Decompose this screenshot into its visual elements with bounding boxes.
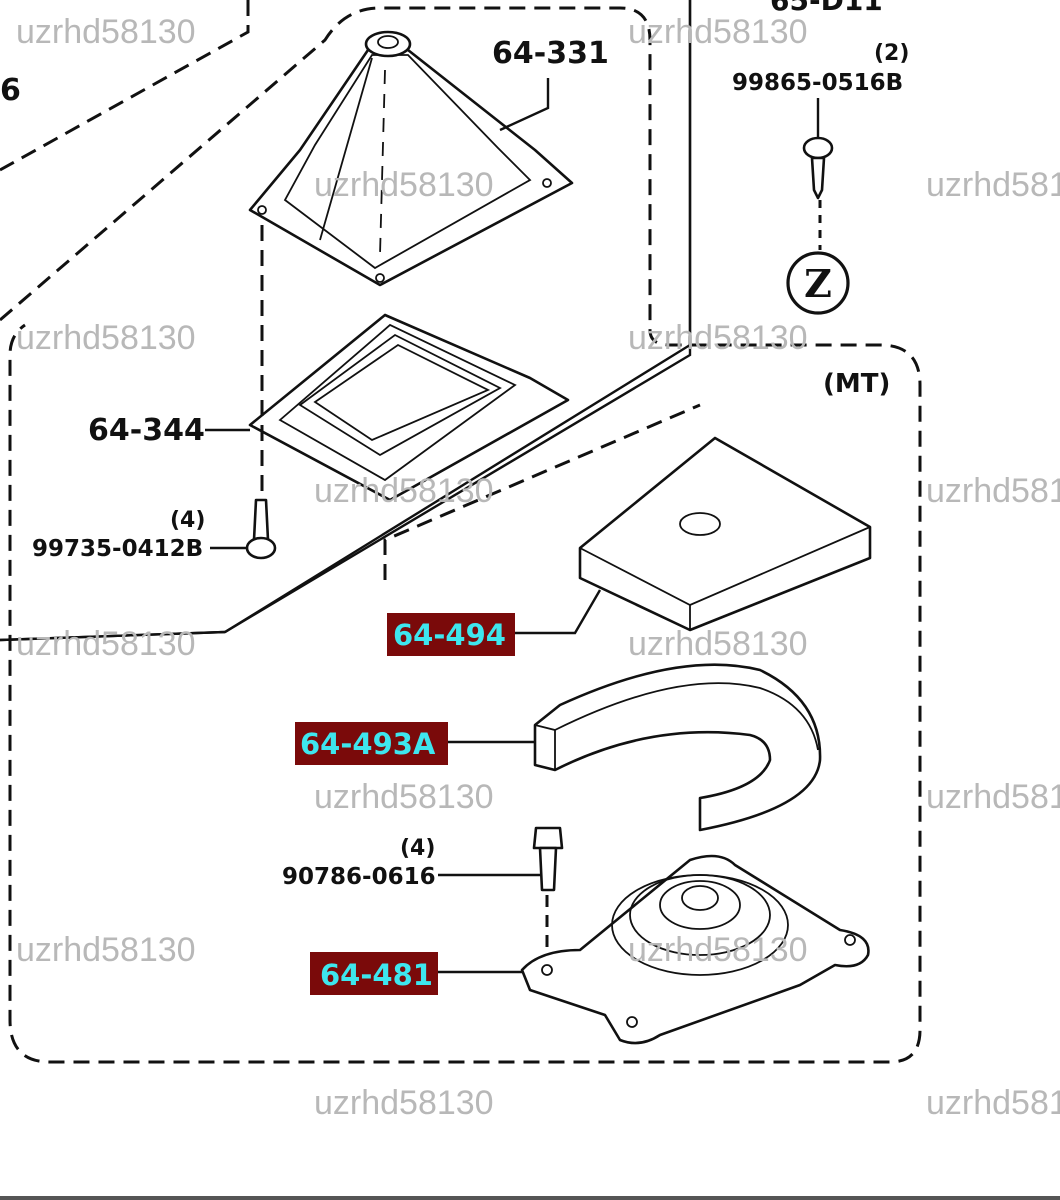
watermark: uzrhd58130 bbox=[314, 472, 494, 510]
watermark: uzrhd58130 bbox=[926, 778, 1060, 816]
watermark: uzrhd58130 bbox=[314, 166, 494, 204]
watermark: uzrhd58130 bbox=[926, 472, 1060, 510]
insulator-pad-illustration bbox=[578, 436, 872, 632]
shift-boot-illustration bbox=[248, 30, 574, 287]
screw-illustration-99865 bbox=[802, 98, 834, 200]
mt-group-label: (MT) bbox=[823, 369, 890, 399]
console-edge-line bbox=[224, 0, 692, 634]
reference-z-text: Z bbox=[804, 261, 832, 306]
part-label-64-481[interactable]: 64-481 bbox=[320, 958, 433, 992]
mt-group-outline bbox=[0, 6, 922, 1064]
part-label-64-344[interactable]: 64-344 bbox=[88, 413, 205, 448]
highlight-box-64-481 bbox=[310, 952, 438, 995]
cut-off-label: 6 bbox=[0, 73, 21, 108]
qty-label-90786: (4) bbox=[400, 836, 435, 861]
watermark: uzrhd58130 bbox=[314, 778, 494, 816]
screw-illustration-99735 bbox=[245, 498, 277, 560]
pad-phantom-outline bbox=[383, 403, 701, 580]
watermark: uzrhd58130 bbox=[16, 931, 196, 969]
watermark: uzrhd58130 bbox=[926, 1084, 1060, 1122]
lever-seal-illustration bbox=[520, 854, 870, 1045]
group-outline-left-top bbox=[0, 0, 250, 172]
leader-64-494 bbox=[515, 589, 602, 635]
watermark: uzrhd58130 bbox=[16, 625, 196, 663]
reference-z-symbol: Z bbox=[786, 251, 850, 315]
watermark: uzrhd58130 bbox=[16, 13, 196, 51]
qty-label-99865: (2) bbox=[874, 41, 909, 66]
watermark: uzrhd58130 bbox=[314, 1084, 494, 1122]
bottom-border bbox=[0, 1196, 1060, 1200]
part-label-64-493A[interactable]: 64-493A bbox=[300, 727, 436, 761]
watermark: uzrhd58130 bbox=[628, 625, 808, 663]
part-label-99865-0516B[interactable]: 99865-0516B bbox=[732, 70, 903, 96]
curved-insulator-illustration bbox=[533, 663, 822, 832]
bolt-illustration bbox=[532, 826, 564, 892]
part-label-90786-0616[interactable]: 90786-0616 bbox=[282, 864, 436, 890]
watermark: uzrhd58130 bbox=[628, 319, 808, 357]
part-label-64-331[interactable]: 64-331 bbox=[492, 36, 609, 71]
part-label-99735-0412B[interactable]: 99735-0412B bbox=[32, 536, 203, 562]
highlight-box-64-493A bbox=[295, 722, 448, 765]
qty-label-99735: (4) bbox=[170, 508, 205, 533]
part-label-64-494[interactable]: 64-494 bbox=[393, 618, 506, 652]
boot-bezel-illustration bbox=[248, 313, 570, 502]
watermark: uzrhd58130 bbox=[628, 931, 808, 969]
watermark: uzrhd58130 bbox=[16, 319, 196, 357]
watermark: uzrhd58130 bbox=[628, 13, 808, 51]
top-section-label: 65-D11 bbox=[770, 0, 883, 17]
highlight-box-64-494 bbox=[387, 613, 515, 656]
watermark: uzrhd58130 bbox=[926, 166, 1060, 204]
boundary-line bbox=[0, 630, 226, 642]
